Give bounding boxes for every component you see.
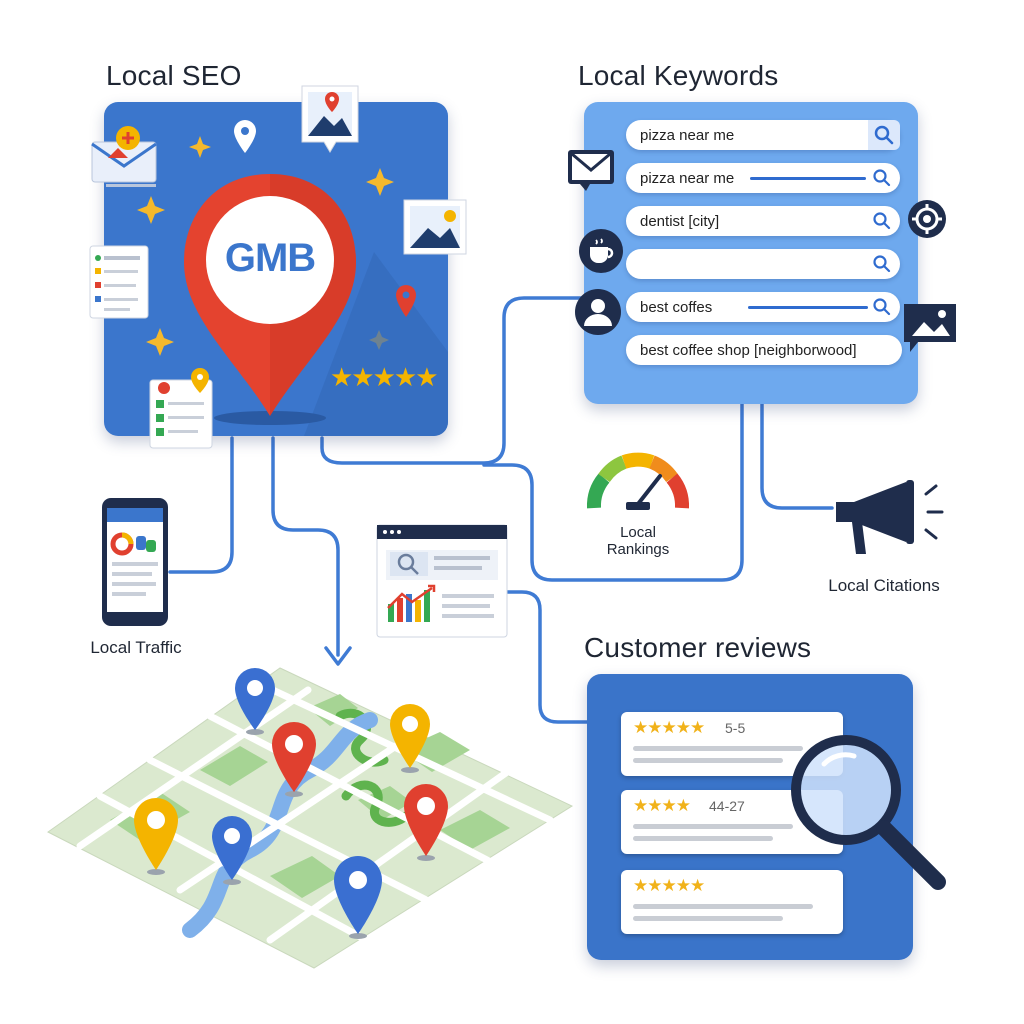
rankings-gauge-icon	[586, 452, 690, 510]
review-text-line	[633, 904, 813, 909]
sparkle-icon	[189, 136, 211, 158]
keyword-underline	[748, 306, 868, 309]
review-card[interactable]: ★★★★★	[621, 870, 843, 934]
gmb-rating-stars: ★★★★★	[330, 362, 439, 392]
review-text-line	[633, 824, 793, 829]
keyword-text: pizza near me	[640, 170, 735, 187]
map-pin-white-icon	[234, 120, 256, 153]
megaphone-icon	[836, 480, 944, 554]
review-text-line	[633, 836, 773, 841]
connector-seo-to-map	[271, 436, 340, 657]
map-pin-red-icon	[404, 784, 448, 861]
listing-card-icon	[89, 245, 149, 319]
keyword-text: dentist [city]	[640, 213, 720, 230]
keyword-text: best coffes	[640, 299, 713, 316]
keyword-search-row[interactable]: pizza near me	[626, 163, 900, 193]
keywords-panel: pizza near me pizza near me dentist [cit…	[584, 102, 918, 404]
search-icon[interactable]	[872, 297, 892, 317]
analytics-browser-window-icon	[376, 524, 508, 638]
connector-keywords-to-citations	[760, 402, 834, 510]
gmb-label: GMB	[224, 236, 316, 280]
review-stars: ★★★★★	[633, 718, 705, 737]
settings-gear-icon	[908, 200, 946, 238]
map-pin-blue-icon	[235, 668, 275, 735]
map-pin-blue-icon	[212, 816, 252, 885]
review-text-line	[633, 746, 803, 751]
map-pin-yellow-icon	[134, 798, 178, 875]
review-stars: ★★★★★	[633, 876, 705, 895]
keyword-underline	[750, 177, 866, 180]
keyword-search-row[interactable]: best coffes	[626, 292, 900, 322]
map-pin-yellow-icon	[390, 704, 430, 773]
local-rankings-caption: Local Rankings	[606, 524, 670, 558]
user-avatar-icon	[575, 289, 621, 335]
smartphone-analytics-icon	[102, 498, 168, 626]
customer-reviews-title: Customer reviews	[584, 632, 812, 663]
connector-seo-to-keywords	[320, 296, 586, 465]
local-citations-caption: Local Citations	[828, 576, 940, 595]
review-card[interactable]: ★★★★★ 5-5	[621, 712, 843, 776]
keyword-text: pizza near me	[640, 127, 735, 144]
map-pin-red-icon	[272, 722, 316, 797]
connector-analytics-to-reviews	[504, 590, 589, 724]
search-icon[interactable]	[872, 211, 892, 231]
keyword-search-row[interactable]: dentist [city]	[626, 206, 900, 236]
keyword-search-row[interactable]: best coffee shop [neighborwood]	[626, 335, 902, 365]
photo-card-icon	[403, 199, 467, 255]
checklist-card-icon	[149, 368, 213, 449]
local-traffic-caption: Local Traffic	[90, 638, 182, 657]
sparkle-icon	[146, 328, 174, 356]
magnifying-glass-icon	[791, 735, 946, 890]
review-text-line	[633, 758, 783, 763]
review-text-line	[633, 916, 783, 921]
photo-pin-card-icon	[301, 85, 359, 153]
gmb-panel-art	[137, 120, 448, 436]
map-pin-red-icon	[396, 285, 416, 317]
review-stars: ★★★★	[633, 796, 691, 815]
sparkle-icon	[137, 196, 165, 224]
image-message-icon	[904, 304, 956, 352]
search-icon[interactable]	[872, 168, 892, 188]
sparkle-icon	[366, 168, 394, 196]
gmb-panel	[104, 102, 448, 436]
review-score: 44-27	[709, 798, 745, 814]
search-icon[interactable]	[872, 254, 892, 274]
connector-keywords-to-rankings	[482, 402, 744, 582]
envelope-icon	[568, 150, 614, 191]
local-map-illustration	[47, 667, 574, 969]
arrow-head-down-icon	[324, 646, 352, 666]
coffee-cup-icon	[579, 229, 623, 273]
connector-seo-to-traffic	[168, 436, 234, 574]
search-icon-button[interactable]	[868, 120, 900, 150]
keyword-search-row[interactable]: pizza near me	[626, 120, 900, 150]
keyword-text: best coffee shop [neighborwood]	[640, 342, 857, 359]
review-score: 5-5	[725, 720, 746, 736]
local-seo-title: Local SEO	[106, 60, 242, 91]
keyword-search-row[interactable]	[626, 249, 900, 279]
email-add-icon	[91, 126, 157, 187]
map-pin-blue-icon	[334, 856, 382, 939]
local-keywords-title: Local Keywords	[578, 60, 779, 91]
